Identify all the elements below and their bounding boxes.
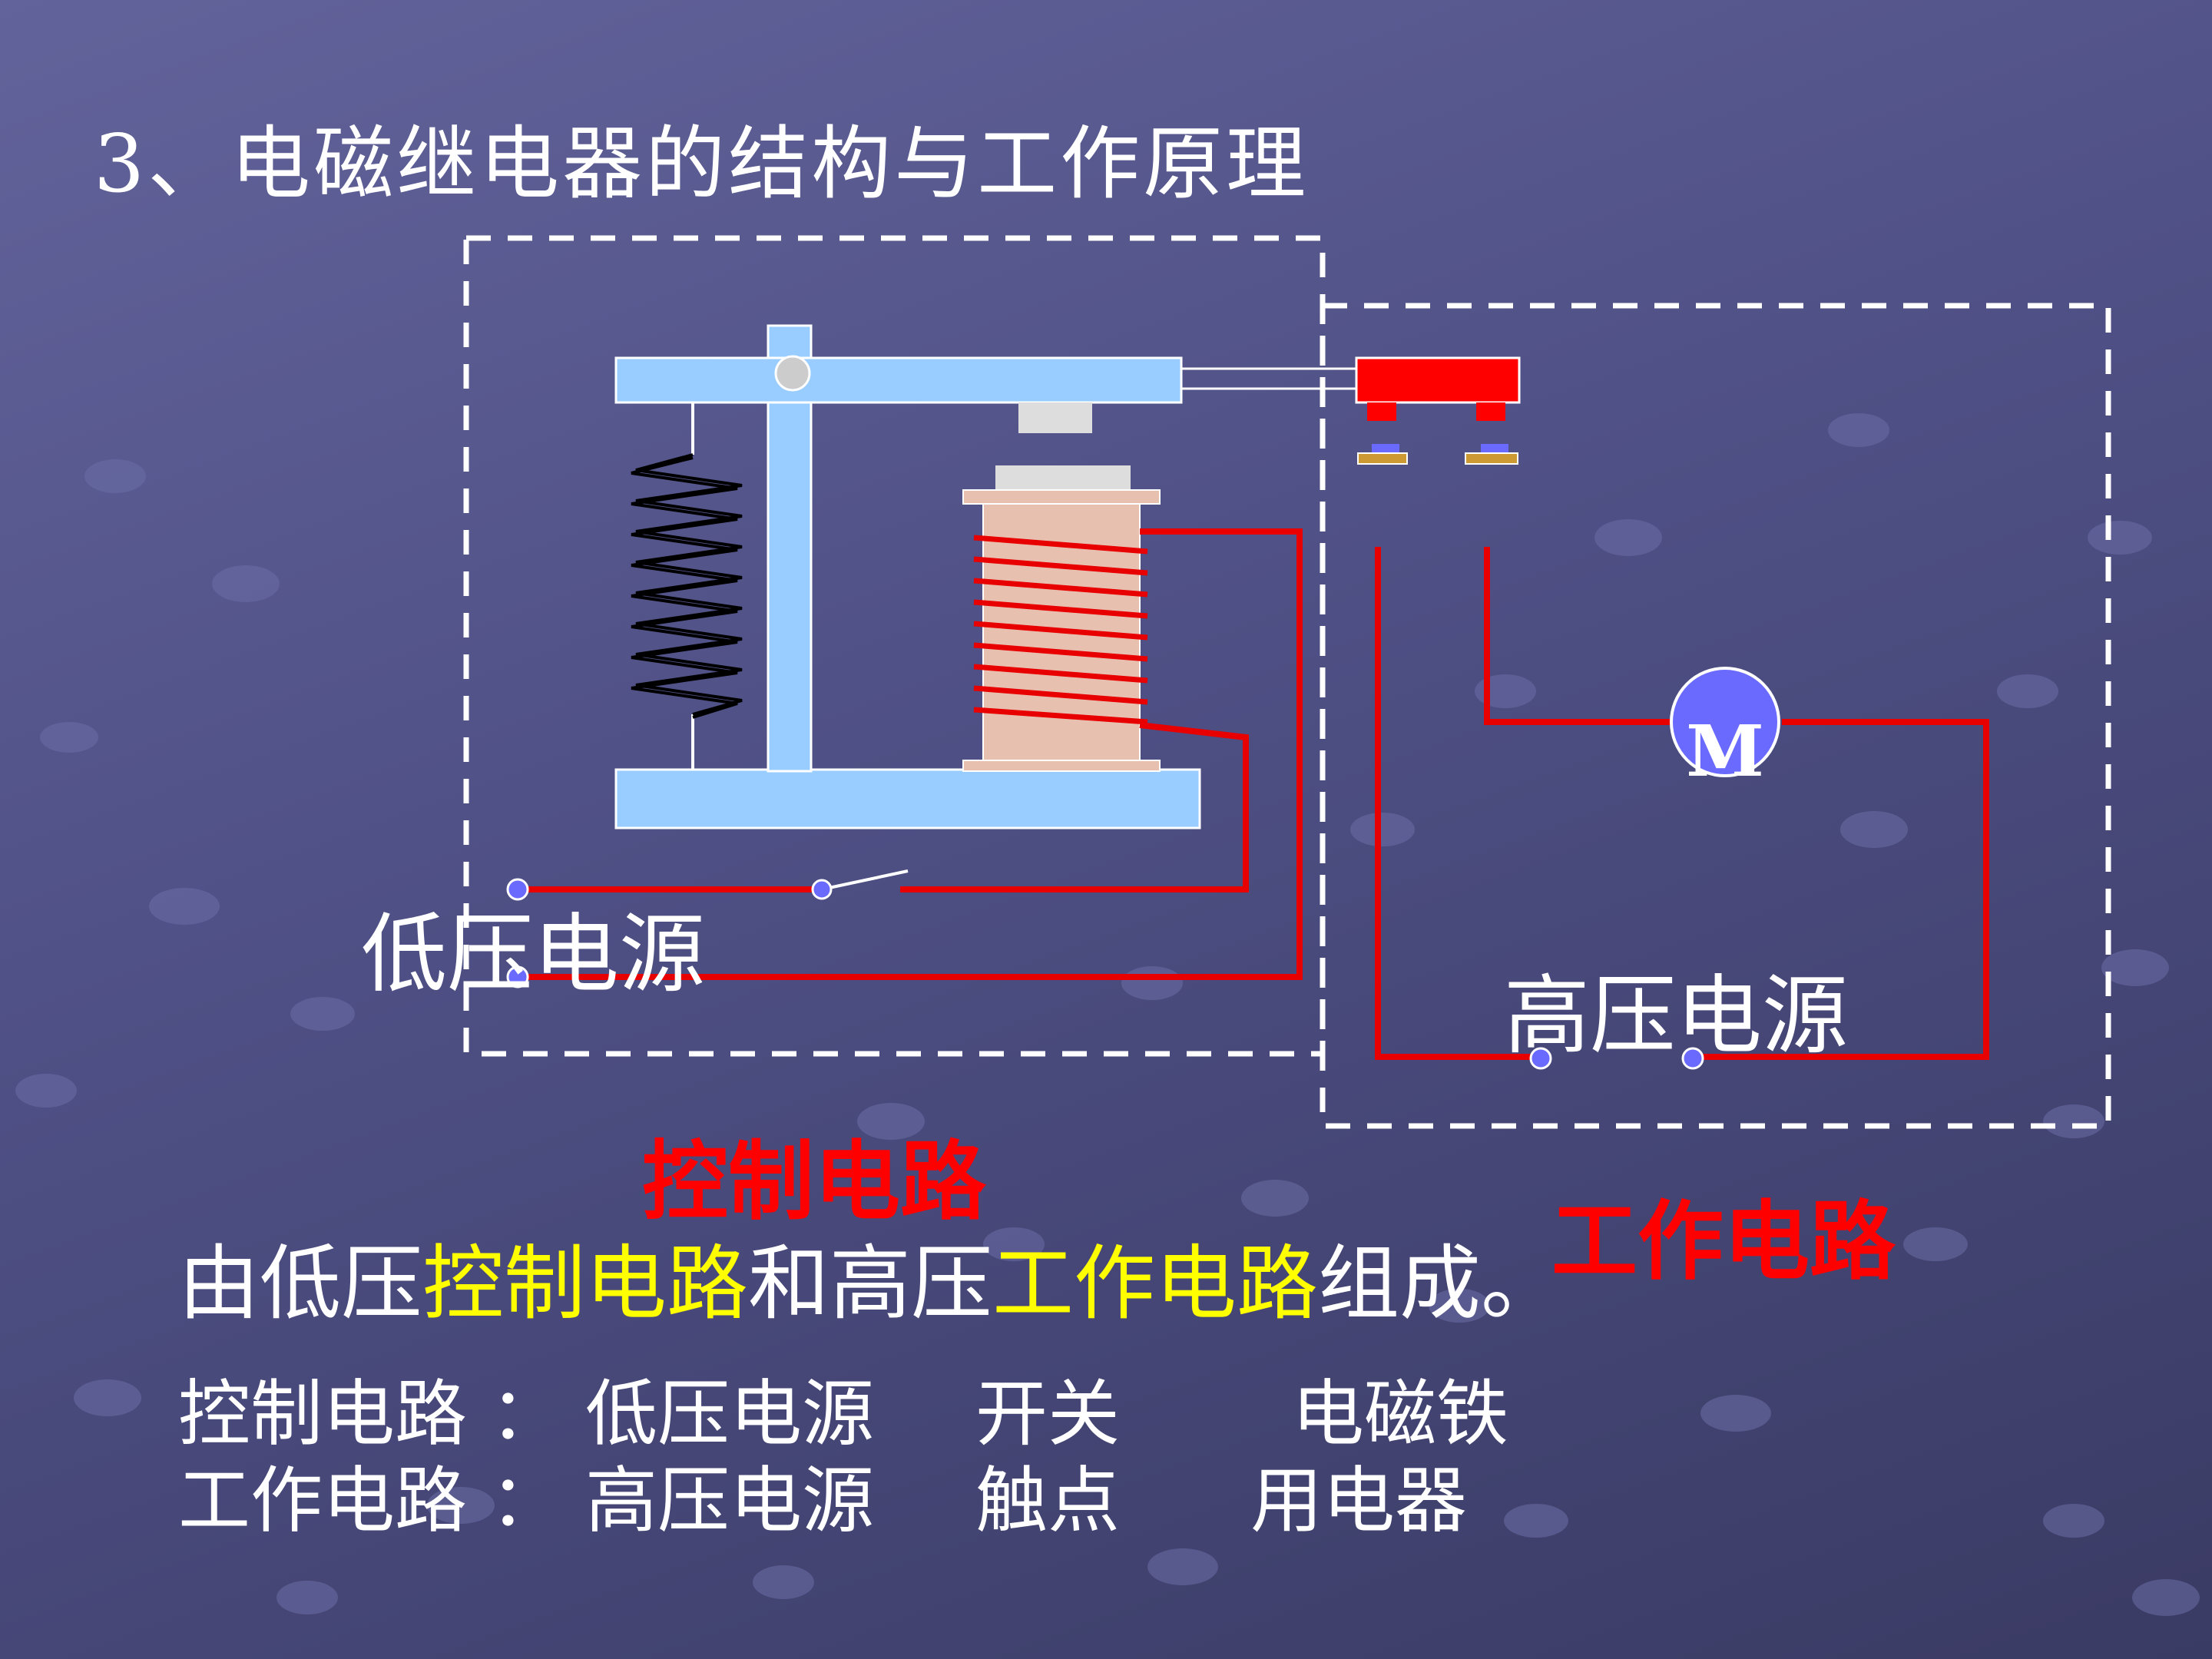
working-wires xyxy=(1375,547,1989,1060)
coil-windings xyxy=(973,535,1148,725)
moving-contact xyxy=(1355,356,1521,404)
row-name: 控制电路 ： xyxy=(178,1373,562,1456)
contact-tip xyxy=(1367,402,1396,421)
working-circuit-label: 工作电路 xyxy=(1551,1191,1896,1292)
switch-pivot xyxy=(811,879,833,900)
row-item: 低压电源 xyxy=(585,1373,875,1456)
motor-symbol: M xyxy=(1686,710,1764,793)
spring xyxy=(631,402,743,770)
terminal-dot xyxy=(506,965,529,988)
summary-sentence: 由低压控制电路和高压工作电路组成。 xyxy=(178,1217,1562,1336)
summary-highlight: 工作电路 xyxy=(992,1237,1318,1331)
summary-text: 组成。 xyxy=(1318,1237,1562,1331)
static-contact xyxy=(1372,444,1399,453)
low-voltage-source-label: 低压电源 xyxy=(361,905,705,1005)
row-item: 开关 xyxy=(975,1373,1121,1456)
control-circuit-label: 控制电路 xyxy=(642,1131,986,1232)
motor-icon xyxy=(1670,667,1780,777)
terminal-dot xyxy=(506,878,529,901)
summary-text: 和高压 xyxy=(748,1237,992,1331)
control-wires xyxy=(518,528,1303,980)
push-rod xyxy=(1180,367,1358,390)
pivot xyxy=(774,355,811,392)
summary-text: 由低压 xyxy=(178,1237,422,1331)
terminal-dot xyxy=(1681,1047,1704,1070)
terminal-dot xyxy=(1529,1047,1552,1070)
row-item: 高压电源 xyxy=(585,1459,875,1543)
high-voltage-source-label: 高压电源 xyxy=(1504,966,1848,1066)
working-circuit-box xyxy=(1320,303,2111,1129)
row-item: 电磁铁 xyxy=(1292,1373,1509,1456)
page-title: 3、电磁继电器的结构与工作原理 xyxy=(94,117,1310,210)
armature xyxy=(614,356,1183,404)
contact-tip xyxy=(1476,402,1505,421)
control-switch xyxy=(821,869,909,891)
core-top xyxy=(995,465,1131,492)
row-name: 工作电路 ： xyxy=(178,1459,562,1543)
coil-flange-bottom xyxy=(962,760,1161,772)
static-contact xyxy=(1465,452,1518,465)
static-contact xyxy=(1357,452,1408,465)
relay-base xyxy=(614,768,1201,830)
row-item: 触点 xyxy=(975,1459,1121,1543)
static-contact xyxy=(1481,444,1508,453)
coil-flange-top xyxy=(962,489,1161,505)
summary-highlight: 控制电路 xyxy=(422,1237,748,1331)
armature-block xyxy=(1018,402,1092,433)
row-item: 用电器 xyxy=(1250,1459,1468,1543)
